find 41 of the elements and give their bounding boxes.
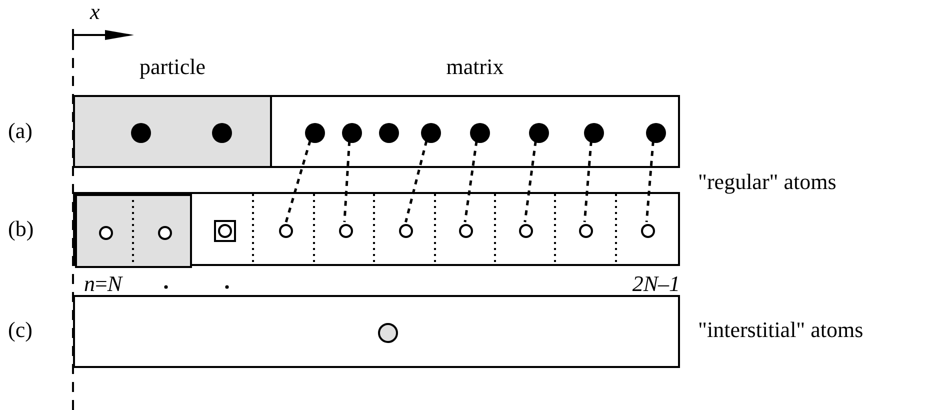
vacancy-site <box>214 220 236 242</box>
lattice-site-circle <box>579 224 593 238</box>
panel-label: (b) <box>8 217 34 241</box>
lattice-site-circle <box>519 224 533 238</box>
atom-dot <box>646 123 666 143</box>
axis-label: x <box>90 0 100 24</box>
leader-line <box>583 140 592 222</box>
row-label: "interstitial" atoms <box>698 318 864 342</box>
interstitial-strip <box>73 295 680 368</box>
leader-line <box>645 140 654 222</box>
index-label: 2N–1 <box>632 272 680 296</box>
leader-line <box>524 140 537 222</box>
lattice-site-circle <box>399 224 413 238</box>
region-label: particle <box>140 55 206 79</box>
atom-dot <box>379 123 399 143</box>
atom-dot <box>342 123 362 143</box>
leader-line <box>404 140 428 223</box>
lattice-strip <box>73 192 680 266</box>
atom-dot <box>529 123 549 143</box>
particle-lattice-region <box>75 194 192 268</box>
lattice-site-circle <box>158 226 172 240</box>
index-label: n=N <box>84 272 122 296</box>
leader-line <box>464 140 478 222</box>
region-label: matrix <box>446 55 504 79</box>
atom-dot <box>584 123 604 143</box>
atom-dot <box>421 123 441 143</box>
atom-dot <box>305 123 325 143</box>
panel-label: (c) <box>8 318 32 342</box>
lattice-site-circle <box>339 224 353 238</box>
leader-line <box>284 140 312 223</box>
lattice-site-circle <box>459 224 473 238</box>
panel-label: (a) <box>8 119 32 143</box>
atom-dot <box>470 123 490 143</box>
row-label: "regular" atoms <box>698 170 836 194</box>
leader-line <box>343 140 351 222</box>
lattice-site-circle <box>641 224 655 238</box>
interstitial-atom <box>378 323 398 343</box>
lattice-site-circle <box>99 226 113 240</box>
lattice-site-circle <box>279 224 293 238</box>
atom-dot <box>131 123 151 143</box>
atom-dot <box>212 123 232 143</box>
